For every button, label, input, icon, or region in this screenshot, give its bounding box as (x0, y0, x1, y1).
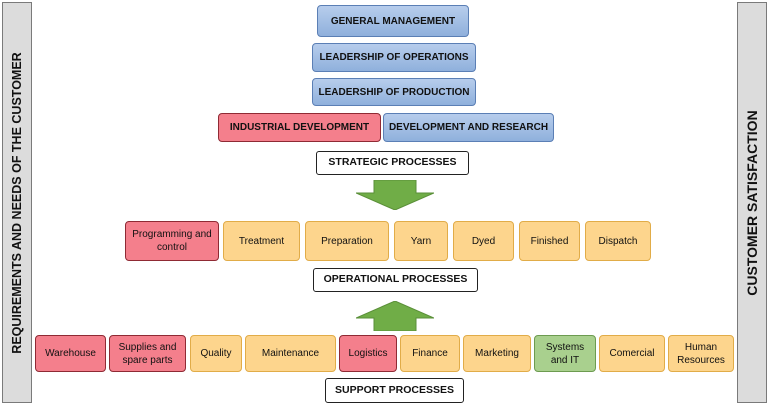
strategic-processes-label: STRATEGIC PROCESSES (316, 151, 469, 175)
customer-requirements-bar: REQUIREMENTS AND NEEDS OF THE CUSTOMER (2, 2, 32, 403)
leadership-production-box: LEADERSHIP OF PRODUCTION (312, 78, 476, 106)
operational-item-treatment: Treatment (223, 221, 300, 261)
support-item-logistics: Logistics (339, 335, 397, 372)
operational-item-dispatch: Dispatch (585, 221, 651, 261)
support-processes-label: SUPPORT PROCESSES (325, 378, 464, 403)
operational-processes-label: OPERATIONAL PROCESSES (313, 268, 478, 292)
support-item-marketing: Marketing (463, 335, 531, 372)
customer-requirements-label: REQUIREMENTS AND NEEDS OF THE CUSTOMER (10, 51, 24, 354)
operational-item-dyed: Dyed (453, 221, 514, 261)
support-item-comercial: Comercial (599, 335, 665, 372)
operational-item-finished: Finished (519, 221, 580, 261)
operational-item-preparation: Preparation (305, 221, 389, 261)
down-arrow-icon (356, 180, 434, 210)
support-item-finance: Finance (400, 335, 460, 372)
support-item-supplies: Supplies and spare parts (109, 335, 186, 372)
support-item-maintenance: Maintenance (245, 335, 336, 372)
industrial-development-box: INDUSTRIAL DEVELOPMENT (218, 113, 381, 142)
customer-satisfaction-bar: CUSTOMER SATISFACTION (737, 2, 767, 403)
support-item-quality: Quality (190, 335, 242, 372)
support-item-warehouse: Warehouse (35, 335, 106, 372)
customer-satisfaction-label: CUSTOMER SATISFACTION (744, 109, 760, 296)
operational-item-yarn: Yarn (394, 221, 448, 261)
support-item-systems: Systems and IT (534, 335, 596, 372)
operational-item-programming: Programming and control (125, 221, 219, 261)
up-arrow-icon (356, 301, 434, 331)
leadership-operations-box: LEADERSHIP OF OPERATIONS (312, 43, 476, 72)
general-management-box: GENERAL MANAGEMENT (317, 5, 469, 37)
development-research-box: DEVELOPMENT AND RESEARCH (383, 113, 554, 142)
support-item-human-resources: Human Resources (668, 335, 734, 372)
